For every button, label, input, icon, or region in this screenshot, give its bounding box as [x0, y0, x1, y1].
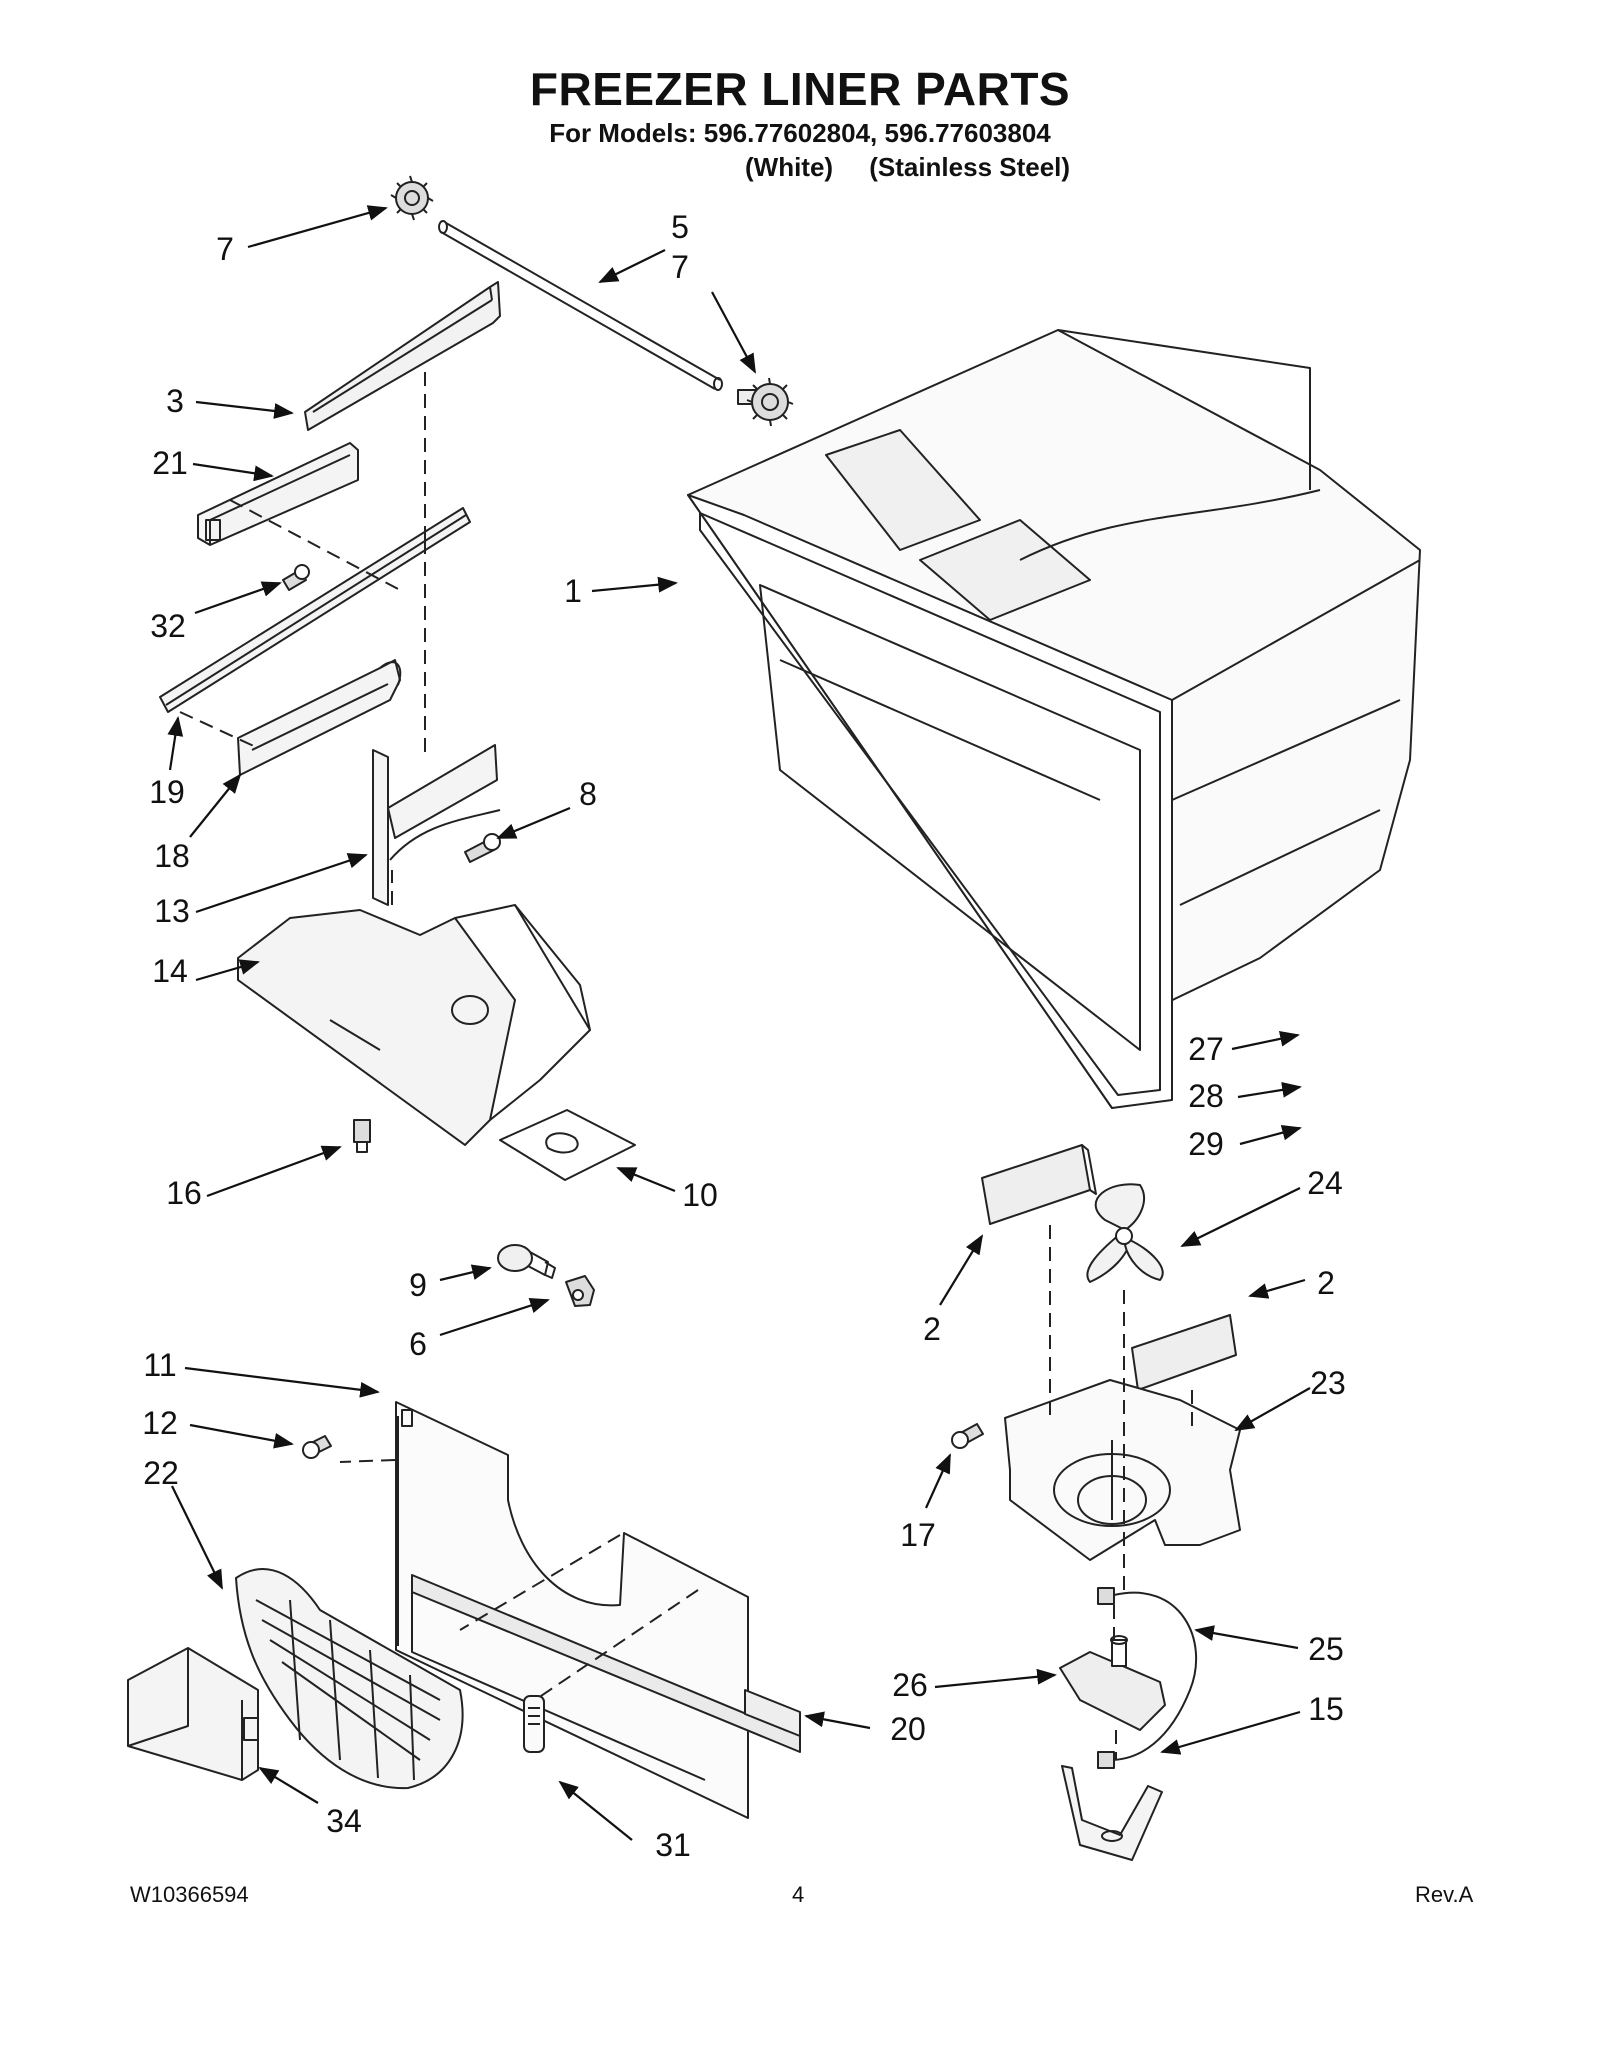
housing-part-14 — [237, 904, 591, 1146]
callout-labels: 7 5 7 3 21 32 1 19 18 8 13 14 27 28 29 1… — [142, 209, 1346, 1863]
slide-bracket-part-21 — [197, 442, 359, 546]
pad-part-2-lower — [1131, 1314, 1237, 1391]
callout-label: 21 — [152, 445, 188, 481]
callout-label: 25 — [1308, 1631, 1344, 1667]
callout-label: 26 — [892, 1667, 928, 1703]
gear-part-7-top — [390, 175, 434, 221]
callout-label: 2 — [1317, 1265, 1335, 1301]
callout-label: 13 — [154, 893, 190, 929]
callout-label: 1 — [564, 573, 582, 609]
grille-part-22 — [235, 1568, 464, 1790]
callout-label: 18 — [154, 838, 190, 874]
callout-label: 11 — [143, 1347, 176, 1383]
harness-part-25 — [1097, 1587, 1198, 1769]
callout-label: 2 — [923, 1311, 941, 1347]
callout-label: 17 — [900, 1517, 936, 1553]
rail-part-3 — [304, 281, 501, 431]
housing-part-34 — [127, 1647, 259, 1781]
cover-part-11 — [395, 1401, 749, 1819]
callout-label: 34 — [326, 1803, 362, 1839]
bulb-part-9 — [497, 1244, 556, 1279]
callout-label: 12 — [142, 1405, 178, 1441]
screw-part-17 — [951, 1423, 984, 1449]
revision-label: Rev.A — [1415, 1882, 1474, 1907]
fan-shroud-part-23 — [1004, 1379, 1241, 1561]
fan-blade-part-24 — [1086, 1183, 1164, 1283]
screw-part-8 — [464, 833, 501, 863]
callout-label: 16 — [166, 1175, 202, 1211]
bracket-part-15 — [1061, 1765, 1163, 1861]
callout-label: 7 — [671, 249, 689, 285]
bracket-part-13 — [372, 744, 501, 906]
alignment-lines — [179, 372, 1193, 1760]
page-number: 4 — [792, 1882, 805, 1907]
callout-label: 24 — [1307, 1165, 1343, 1201]
screw-part-12 — [302, 1435, 332, 1459]
finish-line: (White) (Stainless Steel) — [745, 152, 1071, 182]
callout-label: 22 — [143, 1455, 179, 1491]
callout-label: 6 — [409, 1326, 427, 1362]
gear-part-7-right — [737, 377, 794, 427]
callout-label: 27 — [1188, 1031, 1224, 1067]
callout-label: 32 — [150, 608, 186, 644]
rod-part-5 — [438, 220, 723, 391]
bracket-part-18 — [237, 659, 402, 776]
strip-part-20 — [411, 1574, 801, 1781]
callout-label: 19 — [149, 774, 185, 810]
motor-part-26 — [1059, 1635, 1166, 1731]
pad-part-2-upper — [981, 1144, 1097, 1225]
callout-label: 3 — [166, 383, 184, 419]
callout-label: 10 — [682, 1177, 718, 1213]
slide-part-19 — [159, 507, 471, 713]
leader-arrows — [167, 205, 1311, 1841]
callout-label: 28 — [1188, 1078, 1224, 1114]
callout-label: 8 — [579, 776, 597, 812]
callout-label: 20 — [890, 1711, 926, 1747]
callout-label: 23 — [1310, 1365, 1346, 1401]
callout-label: 15 — [1308, 1691, 1344, 1727]
page-title: FREEZER LINER PARTS — [529, 63, 1071, 115]
liner-part-1 — [687, 329, 1421, 1109]
models-line: For Models: 596.77602804, 596.77603804 — [549, 118, 1051, 148]
callout-label: 31 — [655, 1827, 691, 1863]
part-31 — [523, 1695, 545, 1753]
callout-label: 29 — [1188, 1126, 1224, 1162]
socket-part-6 — [565, 1275, 595, 1307]
document-number: W10366594 — [130, 1882, 249, 1907]
callout-label: 14 — [152, 953, 188, 989]
clip-part-16 — [353, 1119, 371, 1153]
callout-label: 9 — [409, 1267, 427, 1303]
callout-label: 7 — [216, 231, 234, 267]
callout-label: 5 — [671, 209, 689, 245]
gasket-part-10 — [499, 1109, 636, 1181]
screw-part-32 — [282, 564, 310, 591]
